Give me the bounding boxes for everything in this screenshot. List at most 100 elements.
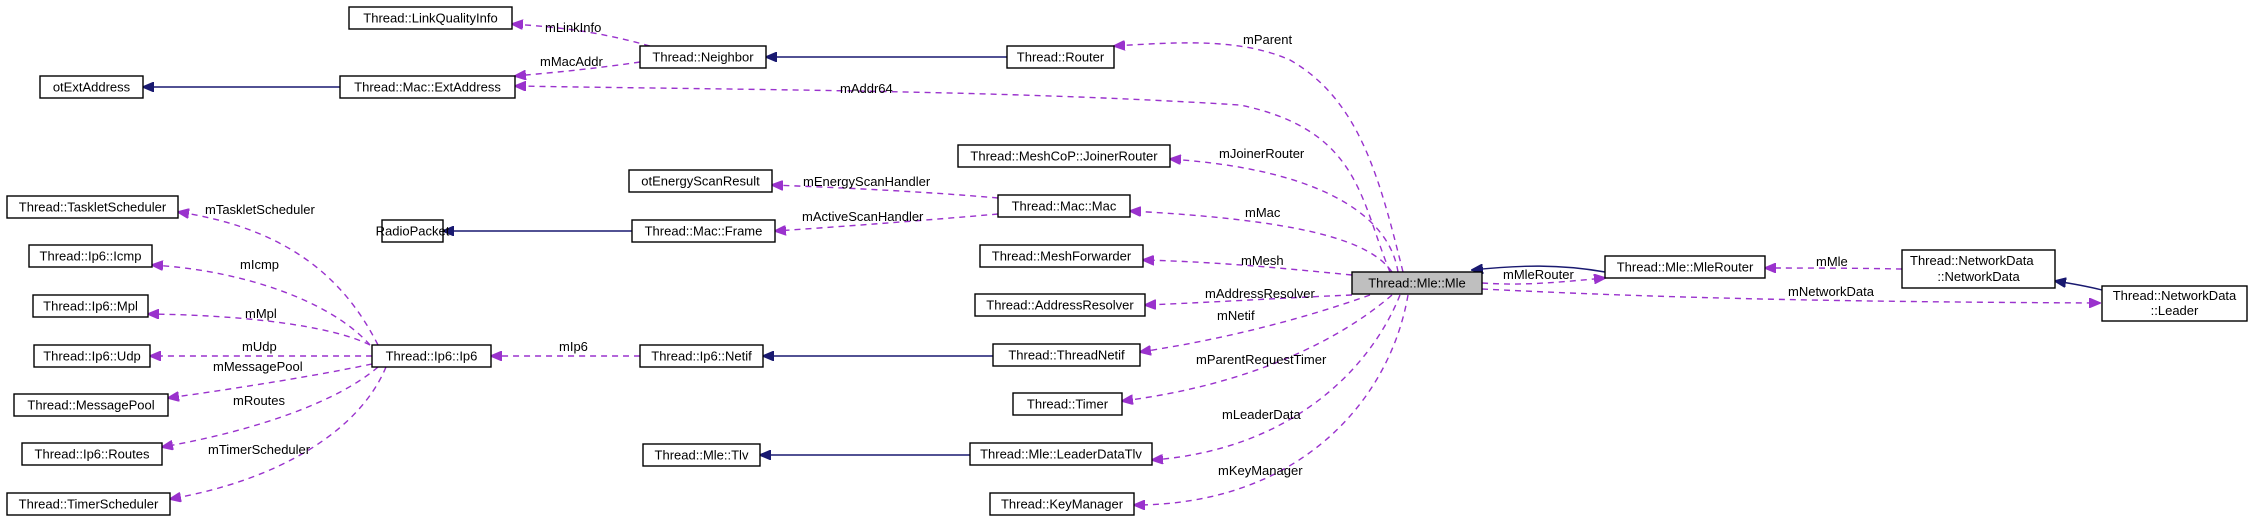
node-timersched[interactable]: Thread::TimerScheduler — [6, 492, 171, 516]
node-timer[interactable]: Thread::Timer — [1012, 392, 1123, 416]
node-timersched-label: Thread::TimerScheduler — [19, 497, 159, 512]
node-extaddr[interactable]: Thread::Mac::ExtAddress — [339, 75, 516, 99]
label-mMessagePool: mMessagePool — [213, 359, 303, 374]
member-edge-mEnergyScanHandler — [772, 185, 999, 199]
node-joinerrouter-label: Thread::MeshCoP::JoinerRouter — [970, 149, 1158, 164]
member-edge-mLeaderData — [1152, 294, 1401, 460]
member-edge-mAddressResolver — [1145, 294, 1353, 305]
label-mParentRequestTimer: mParentRequestTimer — [1196, 352, 1327, 367]
node-leaderdatatlv[interactable]: Thread::Mle::LeaderDataTlv — [969, 442, 1153, 466]
node-energyscan-label: otEnergyScanResult — [641, 174, 760, 189]
node-frame[interactable]: Thread::Mac::Frame — [631, 219, 776, 243]
node-icmp-label: Thread::Ip6::Icmp — [40, 249, 142, 264]
node-netdata-line2: ::NetworkData — [1937, 269, 2020, 284]
node-routes-label: Thread::Ip6::Routes — [35, 447, 150, 462]
member-edge-mIcmp — [152, 265, 371, 346]
label-mAddr64: mAddr64 — [840, 81, 893, 96]
label-mMleRouter: mMleRouter — [1503, 267, 1574, 282]
member-edge-mTimerScheduler — [170, 366, 387, 499]
node-otext[interactable]: otExtAddress — [39, 75, 144, 99]
label-mLeaderData: mLeaderData — [1222, 407, 1302, 422]
member-edge-mMleRouter — [1481, 278, 1605, 285]
node-udp[interactable]: Thread::Ip6::Udp — [33, 344, 151, 368]
node-msgpool-label: Thread::MessagePool — [27, 398, 154, 413]
node-joinerrouter[interactable]: Thread::MeshCoP::JoinerRouter — [957, 144, 1171, 168]
label-mAddressResolver: mAddressResolver — [1205, 286, 1315, 301]
label-mMac: mMac — [1245, 205, 1281, 220]
node-leader-line2: ::Leader — [2151, 303, 2199, 318]
node-router-label: Thread::Router — [1017, 50, 1105, 65]
label-mNetif: mNetif — [1217, 308, 1255, 323]
member-edge-mParent — [1114, 43, 1404, 273]
member-edge-mKeyManager — [1134, 294, 1409, 505]
node-radiopacket-label: RadioPacket — [376, 224, 450, 239]
label-mActiveScanHandler: mActiveScanHandler — [802, 209, 924, 224]
member-edge-mMesh — [1143, 260, 1353, 276]
label-mEnergyScanHandler: mEnergyScanHandler — [803, 174, 931, 189]
node-router[interactable]: Thread::Router — [1006, 45, 1115, 69]
node-frame-label: Thread::Mac::Frame — [645, 224, 763, 239]
label-mTimerScheduler: mTimerScheduler — [208, 442, 311, 457]
label-mKeyManager: mKeyManager — [1218, 463, 1303, 478]
edge-labels: mLinkInfo mParent mMacAddr mAddr64 mJoin… — [205, 20, 1875, 478]
label-mParent: mParent — [1243, 32, 1293, 47]
node-tlv-label: Thread::Mle::Tlv — [655, 448, 749, 463]
node-netif[interactable]: Thread::Ip6::Netif — [639, 344, 764, 368]
node-threadnetif-label: Thread::ThreadNetif — [1008, 348, 1125, 363]
node-energyscan[interactable]: otEnergyScanResult — [628, 169, 773, 193]
label-mIcmp: mIcmp — [240, 257, 279, 272]
member-edge-mJoinerRouter — [1170, 159, 1399, 273]
node-mle[interactable]: Thread::Mle::Mle — [1351, 271, 1483, 295]
node-mac[interactable]: Thread::Mac::Mac — [997, 194, 1131, 218]
member-edge-mMac — [1130, 211, 1393, 273]
inherit-edge-netdata-leader — [2055, 281, 2103, 291]
node-addrresolver-label: Thread::AddressResolver — [986, 298, 1134, 313]
node-mlerouter[interactable]: Thread::Mle::MleRouter — [1604, 255, 1766, 279]
label-mTaskletScheduler: mTaskletScheduler — [205, 202, 315, 217]
node-extaddr-label: Thread::Mac::ExtAddress — [354, 80, 501, 95]
node-leader-line1: Thread::NetworkData — [2113, 288, 2237, 303]
node-mpl-label: Thread::Ip6::Mpl — [43, 299, 138, 314]
member-edge-mTaskletScheduler — [178, 212, 379, 346]
node-meshfwd-label: Thread::MeshForwarder — [992, 249, 1132, 264]
node-netif-label: Thread::Ip6::Netif — [651, 349, 752, 364]
node-routes[interactable]: Thread::Ip6::Routes — [21, 442, 163, 466]
label-mMesh: mMesh — [1241, 253, 1284, 268]
member-edge-mAddr64 — [515, 86, 1391, 273]
member-edge-mActiveScanHandler — [775, 213, 999, 231]
node-ip6-label: Thread::Ip6::Ip6 — [386, 349, 478, 364]
node-meshfwd[interactable]: Thread::MeshForwarder — [979, 244, 1144, 268]
node-tlv[interactable]: Thread::Mle::Tlv — [642, 443, 761, 467]
node-tasklet[interactable]: Thread::TaskletScheduler — [6, 195, 179, 219]
label-mIp6: mIp6 — [559, 339, 588, 354]
node-mpl[interactable]: Thread::Ip6::Mpl — [32, 294, 149, 318]
node-threadnetif[interactable]: Thread::ThreadNetif — [992, 343, 1141, 367]
member-edge-mLinkInfo — [512, 24, 651, 47]
node-tasklet-label: Thread::TaskletScheduler — [19, 200, 167, 215]
node-neighbor-label: Thread::Neighbor — [652, 50, 754, 65]
label-mMle: mMle — [1816, 254, 1848, 269]
member-edge-mNetworkData — [1481, 288, 2100, 303]
node-linkquality[interactable]: Thread::LinkQualityInfo — [348, 6, 513, 30]
inherit-edge-mle-mlerouter — [1472, 266, 1606, 272]
node-udp-label: Thread::Ip6::Udp — [43, 349, 141, 364]
node-mlerouter-label: Thread::Mle::MleRouter — [1617, 260, 1754, 275]
member-edge-mParentRequestTimer — [1122, 294, 1393, 401]
label-mUdp: mUdp — [242, 339, 277, 354]
node-linkquality-label: Thread::LinkQualityInfo — [363, 11, 497, 26]
node-netdata[interactable]: Thread::NetworkData ::NetworkData — [1901, 249, 2056, 289]
node-neighbor[interactable]: Thread::Neighbor — [639, 45, 767, 69]
node-msgpool[interactable]: Thread::MessagePool — [13, 393, 169, 417]
node-leaderdatatlv-label: Thread::Mle::LeaderDataTlv — [980, 447, 1142, 462]
node-icmp[interactable]: Thread::Ip6::Icmp — [28, 244, 153, 268]
node-radiopacket[interactable]: RadioPacket — [376, 219, 450, 243]
label-mMacAddr: mMacAddr — [540, 54, 604, 69]
node-leader[interactable]: Thread::NetworkData ::Leader — [2101, 285, 2248, 322]
node-keymanager-label: Thread::KeyManager — [1001, 497, 1124, 512]
node-addrresolver[interactable]: Thread::AddressResolver — [974, 293, 1146, 317]
member-edge-mMle — [1765, 268, 1903, 269]
node-mac-label: Thread::Mac::Mac — [1012, 199, 1117, 214]
node-ip6[interactable]: Thread::Ip6::Ip6 — [371, 344, 492, 368]
node-keymanager[interactable]: Thread::KeyManager — [989, 492, 1135, 516]
